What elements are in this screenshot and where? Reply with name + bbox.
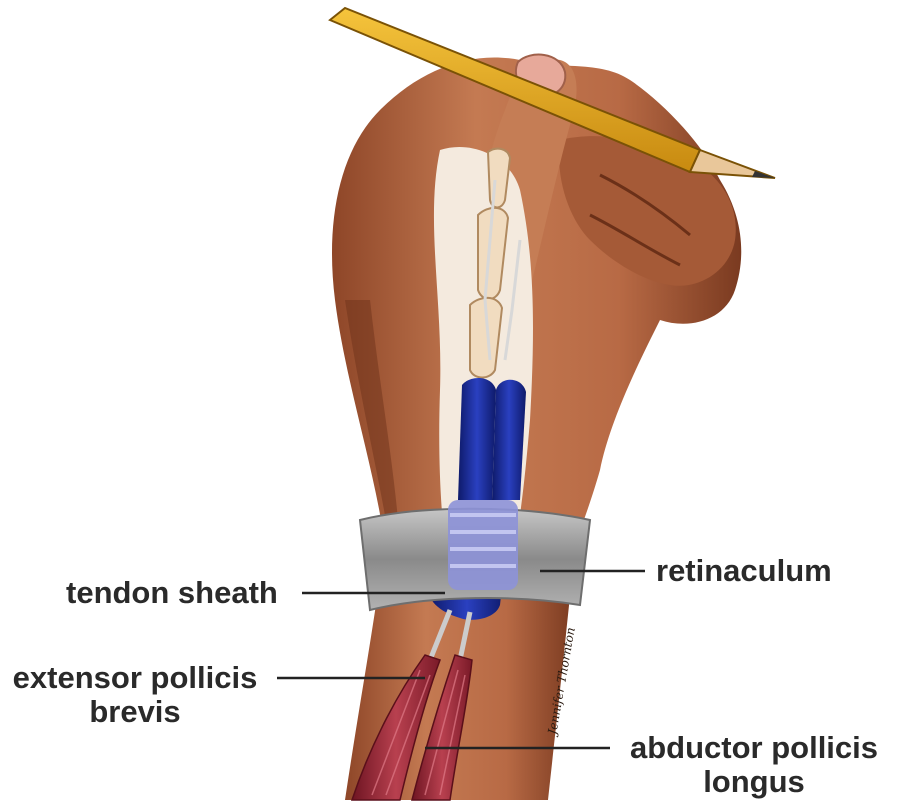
- label-apl-line2: longus: [703, 764, 805, 799]
- tendon-strands-upper: [483, 179, 522, 361]
- finger-crease: [589, 173, 691, 267]
- label-abductor-pollicis-longus: abductor pollicis longus: [618, 731, 890, 799]
- sheath-left: [458, 378, 496, 500]
- retinaculum-band: [358, 500, 592, 612]
- tendon-lower-1: [427, 609, 453, 661]
- pencil-lead: [752, 171, 775, 178]
- label-retinaculum: retinaculum: [656, 553, 832, 588]
- label-epb-line1: extensor pollicis: [12, 660, 258, 695]
- sheath-rings: [450, 513, 516, 568]
- pencil: [328, 6, 776, 179]
- label-apl-line1: abductor pollicis: [629, 730, 879, 765]
- label-tendon-sheath: tendon sheath: [66, 575, 278, 610]
- metacarpal: [469, 296, 504, 379]
- muscles: [350, 609, 473, 801]
- pencil-tip: [688, 148, 776, 179]
- sheath-right: [492, 379, 526, 500]
- muscle-apl: [411, 654, 473, 801]
- muscle-fibers: [371, 669, 466, 796]
- muscle-epb: [350, 654, 441, 801]
- label-extensor-pollicis-brevis: extensor pollicis brevis: [0, 661, 270, 729]
- tendon-lower-2: [457, 611, 473, 661]
- label-epb-line2: brevis: [89, 694, 181, 729]
- fingers: [559, 136, 736, 286]
- hand-shadow: [345, 300, 400, 545]
- thumb-bones: [469, 147, 512, 379]
- leader-lines: [277, 569, 645, 750]
